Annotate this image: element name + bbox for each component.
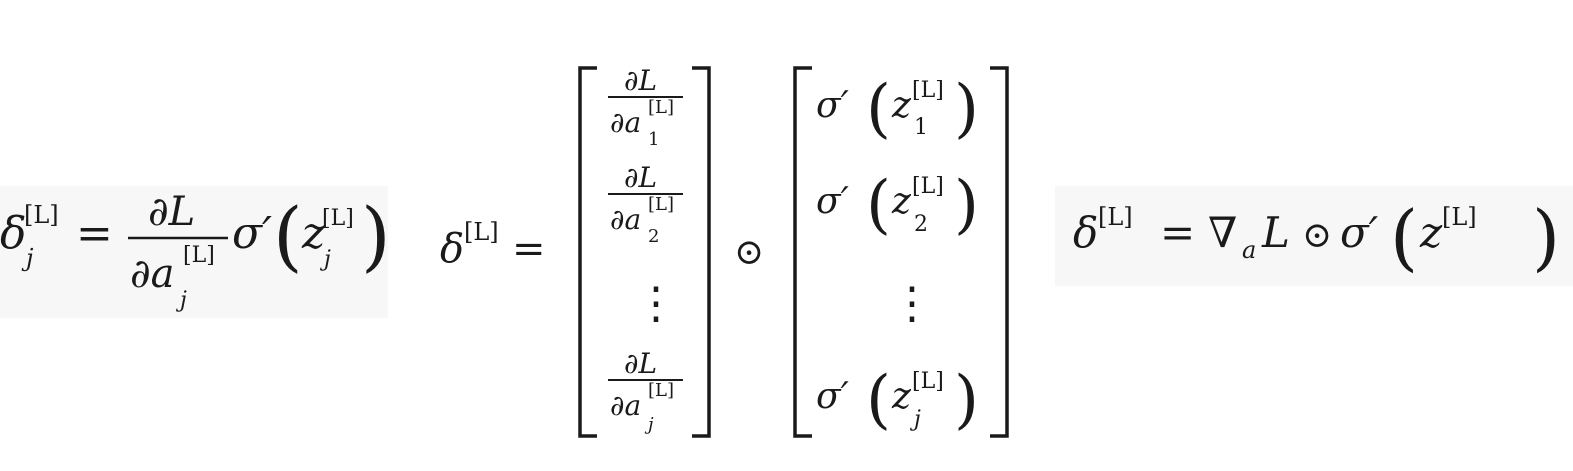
delta-symbol: δ <box>1073 208 1098 257</box>
vector-a-right-bracket <box>692 66 711 438</box>
row-denominator-subscript: 1 <box>648 129 659 150</box>
z-variable: z <box>891 85 912 126</box>
z-subscript: 1 <box>914 115 928 140</box>
left-paren: ( <box>1390 195 1418 279</box>
vector-a-row-1: ∂L ∂a [L] 1 <box>608 64 683 150</box>
nabla-operator: ∇ <box>1208 208 1237 257</box>
right-paren: ) <box>1532 195 1560 279</box>
fraction-denominator: ∂a <box>130 251 175 297</box>
row-numerator: ∂L <box>624 161 657 194</box>
row-denominator-superscript: [L] <box>648 380 674 401</box>
vector-b-row-2: σ′ ( z [L] 2 ) <box>816 168 979 242</box>
sigma-prime: σ′ <box>1340 208 1379 257</box>
equals-sign: = <box>76 208 113 259</box>
denominator-subscript: j <box>175 288 187 313</box>
equals-sign: = <box>512 226 546 272</box>
equation-left: δ [L] j = ∂L ∂a [L] j σ′ ( z [L] j ) <box>0 189 391 313</box>
z-variable: z <box>891 181 912 222</box>
vector-b-right-bracket <box>990 66 1009 438</box>
row-denominator: ∂a <box>610 203 641 236</box>
left-paren: ( <box>866 168 891 242</box>
hadamard-operator: ⊙ <box>1302 215 1332 256</box>
loss-L: L <box>1261 208 1290 257</box>
row-numerator: ∂L <box>624 64 657 97</box>
equation-left-highlight <box>0 186 388 318</box>
z-superscript: [L] <box>912 369 944 394</box>
sigma-prime: σ′ <box>816 85 849 126</box>
row-denominator-subscript: j <box>644 414 654 435</box>
sigma-prime: σ′ <box>232 208 272 259</box>
vector-b-left-bracket <box>793 66 812 438</box>
vector-a-row-j: ∂L ∂a [L] j <box>608 347 683 435</box>
vector-a-row-2: ∂L ∂a [L] 2 <box>608 161 683 247</box>
right-paren: ) <box>361 191 391 280</box>
z-subscript: 2 <box>914 212 928 237</box>
equals-sign: = <box>1160 208 1195 257</box>
right-paren: ) <box>954 363 979 437</box>
superscript-L: [L] <box>1098 203 1133 231</box>
sigma-prime: σ′ <box>816 376 849 417</box>
left-paren: ( <box>866 72 891 146</box>
vector-a-vdots: ⋮ <box>634 278 678 329</box>
row-denominator-subscript: 2 <box>648 226 659 247</box>
nabla-subscript-a: a <box>1242 236 1256 264</box>
row-denominator-superscript: [L] <box>648 97 674 118</box>
z-superscript: [L] <box>322 206 354 231</box>
left-paren: ( <box>273 191 303 280</box>
delta-symbol: δ <box>440 226 464 272</box>
vector-a-left-bracket <box>578 66 597 438</box>
equation-right-highlight <box>1055 186 1573 286</box>
row-denominator: ∂a <box>610 106 641 139</box>
equation-middle: δ [L] = ∂L ∂a [L] 1 ∂L ∂a [L] 2 ⋮ ∂L ∂a <box>440 64 1009 438</box>
row-denominator: ∂a <box>610 389 641 422</box>
z-superscript: [L] <box>912 78 944 103</box>
z-superscript: [L] <box>1442 203 1477 231</box>
row-denominator-superscript: [L] <box>648 194 674 215</box>
sigma-prime: σ′ <box>816 181 849 222</box>
z-variable: z <box>301 208 326 259</box>
hadamard-operator: ⊙ <box>734 232 764 273</box>
denominator-superscript: [L] <box>183 243 215 268</box>
left-paren: ( <box>866 363 891 437</box>
z-variable: z <box>891 376 912 417</box>
superscript-L: [L] <box>464 218 499 246</box>
equation-right: δ [L] = ∇ a L ⊙ σ′ ( z [L] ) <box>1073 195 1560 279</box>
delta-symbol: δ <box>0 208 27 259</box>
right-paren: ) <box>954 168 979 242</box>
superscript-L: [L] <box>24 201 59 229</box>
z-superscript: [L] <box>912 174 944 199</box>
vector-b-row-j: σ′ ( z [L] j ) <box>816 363 979 437</box>
z-variable: z <box>1419 208 1443 257</box>
row-numerator: ∂L <box>624 347 657 380</box>
vector-b-vdots: ⋮ <box>890 278 934 329</box>
fraction-numerator: ∂L <box>148 189 195 235</box>
vector-b-row-1: σ′ ( z [L] 1 ) <box>816 72 979 146</box>
right-paren: ) <box>954 72 979 146</box>
